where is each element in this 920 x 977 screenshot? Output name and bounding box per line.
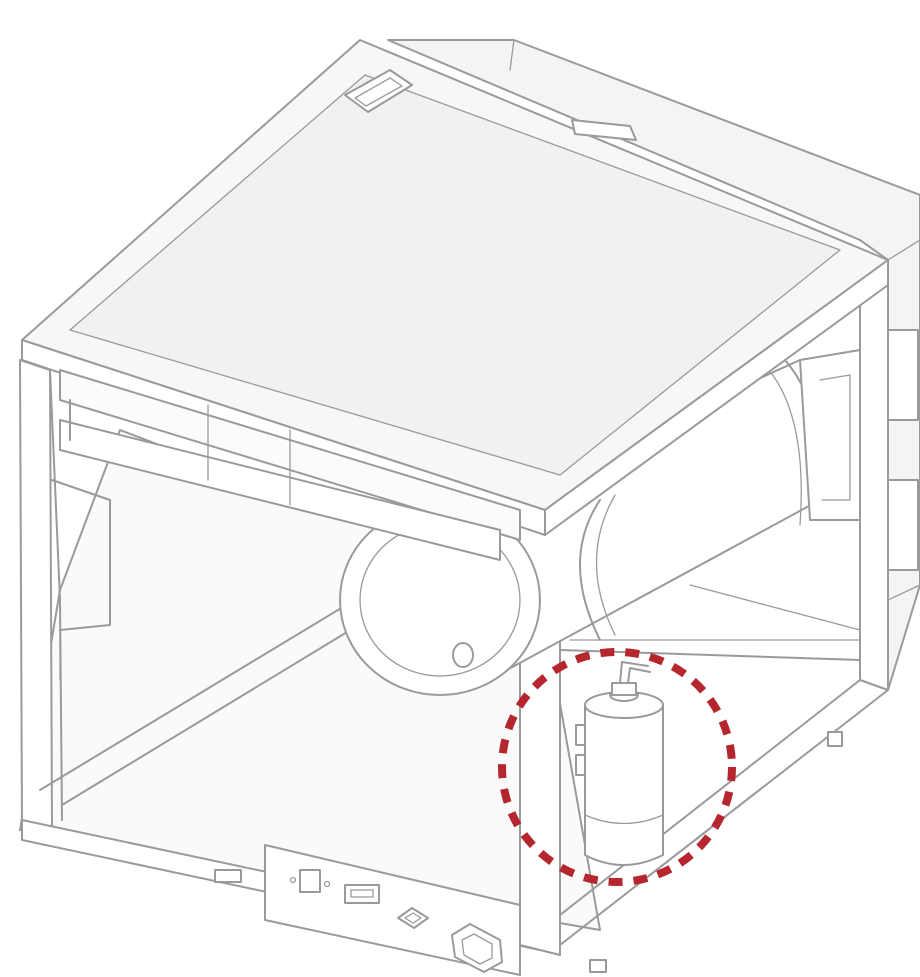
paper-roll — [339, 339, 861, 696]
connector-panel — [214, 844, 521, 976]
usb-port-icon — [344, 884, 380, 904]
power-socket-icon — [451, 923, 503, 973]
serial-port-icon — [289, 869, 331, 893]
top-lid — [21, 39, 889, 561]
highlight-circle — [498, 648, 736, 886]
cylindrical-component — [575, 661, 664, 866]
ethernet-port-icon — [397, 907, 429, 929]
rear-housing — [387, 39, 920, 691]
